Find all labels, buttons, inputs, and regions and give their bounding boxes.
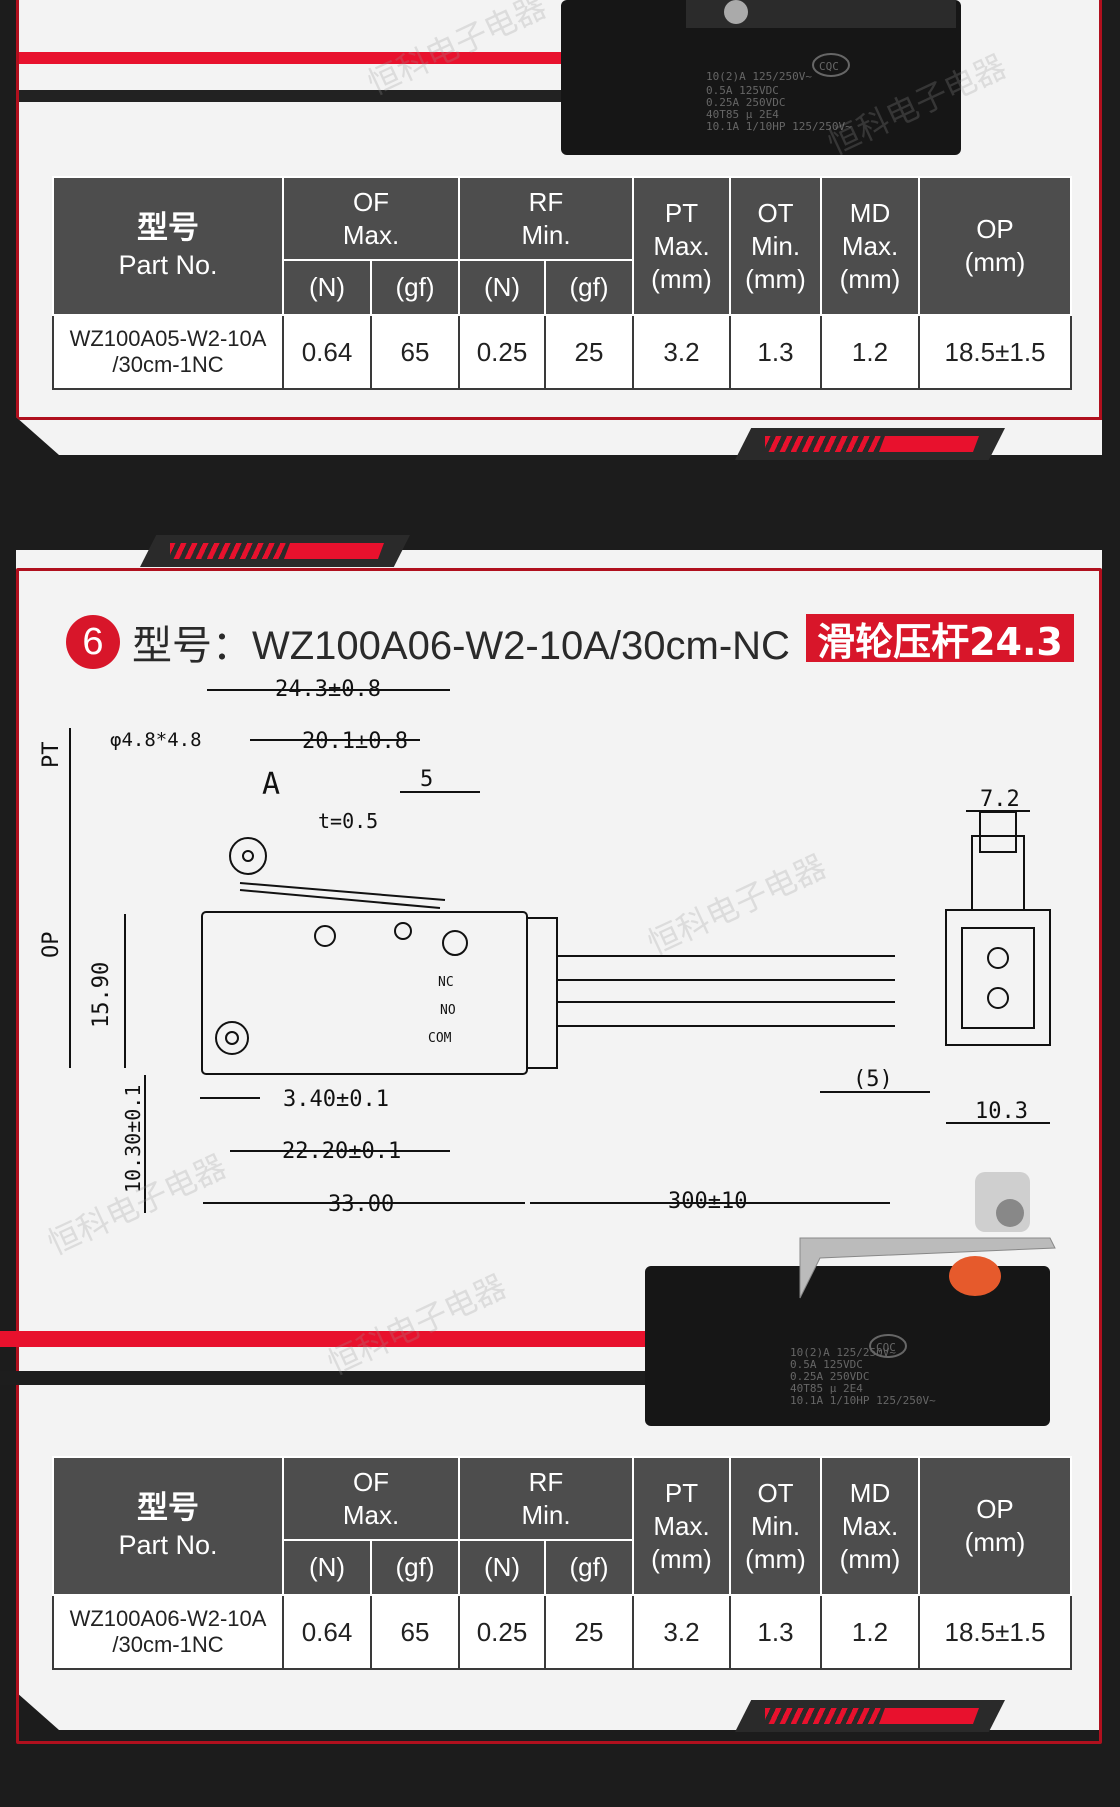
- unit-rf-gf: (gf): [544, 259, 634, 316]
- unit-of-gf: (gf): [370, 1539, 460, 1596]
- dim-72: 7.2: [980, 787, 1020, 812]
- svg-text:0.25A 250VDC: 0.25A 250VDC: [790, 1370, 869, 1383]
- svg-text:CQC: CQC: [819, 60, 839, 73]
- cell-of-gf: 65: [370, 314, 460, 390]
- dim-103: 10.3: [975, 1099, 1028, 1124]
- svg-text:0.5A 125VDC: 0.5A 125VDC: [790, 1358, 863, 1371]
- unit-of-n: (N): [282, 259, 372, 316]
- dim-300: 300±10: [668, 1189, 747, 1214]
- product-photo-6: 10(2)A 125/250V~ 0.5A 125VDC 0.25A 250VD…: [0, 1172, 1056, 1426]
- svg-text:10(2)A 125/250V~: 10(2)A 125/250V~: [706, 70, 812, 83]
- dim-roller: φ4.8*4.8: [110, 729, 202, 751]
- header-op: OP(mm): [918, 176, 1072, 316]
- cell-ot: 1.3: [729, 314, 822, 390]
- dim-340: 3.40±0.1: [283, 1087, 389, 1112]
- feature-badge: 滑轮压杆24.3: [806, 614, 1074, 664]
- cell-of-n: 0.64: [282, 314, 372, 390]
- dim-t: t=0.5: [318, 809, 378, 833]
- dim-33: 33.00: [328, 1192, 394, 1217]
- section-title: 6 型号：WZ100A06-W2-10A/30cm-NC: [66, 612, 790, 672]
- dim-20: 20.1±0.8: [302, 729, 408, 754]
- cell-op: 18.5±1.5: [918, 314, 1072, 390]
- svg-text:40T85 μ 2E4: 40T85 μ 2E4: [706, 108, 779, 121]
- cell-rf-gf: 25: [544, 314, 634, 390]
- dim-pt: PT: [39, 742, 64, 769]
- dim-overall: 24.3±0.8: [275, 677, 381, 702]
- table-row: WZ100A05-W2-10A/30cm-1NC 0.64 65 0.25 25…: [52, 314, 1072, 390]
- cell-of-n: 0.64: [282, 1594, 372, 1670]
- label-no: NO: [440, 1003, 456, 1018]
- model-title: 型号：WZ100A06-W2-10A/30cm-NC: [132, 624, 790, 668]
- dim-wire: (5): [853, 1067, 893, 1092]
- dim-op: OP: [39, 932, 64, 959]
- unit-of-n: (N): [282, 1539, 372, 1596]
- cell-rf-n: 0.25: [458, 1594, 546, 1670]
- svg-text:CQC: CQC: [876, 1341, 896, 1354]
- arrow-label: A: [262, 767, 280, 802]
- cell-pt: 3.2: [632, 1594, 731, 1670]
- table-row: WZ100A06-W2-10A/30cm-1NC 0.64 65 0.25 25…: [52, 1594, 1072, 1670]
- header-op: OP(mm): [918, 1456, 1072, 1596]
- dim-2220: 22.20±0.1: [282, 1139, 401, 1164]
- product-photo-5: 10(2)A 125/250V~ 0.5A 125VDC 0.25A 250VD…: [16, 0, 1102, 160]
- cell-md: 1.2: [820, 1594, 920, 1670]
- decor-bar: [735, 428, 1005, 460]
- cell-ot: 1.3: [729, 1594, 822, 1670]
- unit-rf-n: (N): [458, 1539, 546, 1596]
- cell-part-no: WZ100A05-W2-10A/30cm-1NC: [52, 314, 284, 390]
- cell-of-gf: 65: [370, 1594, 460, 1670]
- svg-text:40T85 μ 2E4: 40T85 μ 2E4: [790, 1382, 863, 1395]
- unit-rf-n: (N): [458, 259, 546, 316]
- cell-rf-n: 0.25: [458, 314, 546, 390]
- cell-part-no: WZ100A06-W2-10A/30cm-1NC: [52, 1594, 284, 1670]
- dim-1590: 15.90: [89, 962, 114, 1028]
- cell-rf-gf: 25: [544, 1594, 634, 1670]
- dim-5: 5: [420, 767, 433, 792]
- unit-of-gf: (gf): [370, 259, 460, 316]
- cell-pt: 3.2: [632, 314, 731, 390]
- svg-text:0.5A 125VDC: 0.5A 125VDC: [706, 84, 779, 97]
- unit-rf-gf: (gf): [544, 1539, 634, 1596]
- dim-1030: 10.30±0.1: [121, 1085, 145, 1193]
- section-number: 6: [66, 615, 120, 669]
- svg-text:10.1A 1/10HP 125/250V~: 10.1A 1/10HP 125/250V~: [790, 1394, 936, 1407]
- svg-text:10.1A 1/10HP 125/250V~: 10.1A 1/10HP 125/250V~: [706, 120, 852, 133]
- cell-md: 1.2: [820, 314, 920, 390]
- cell-op: 18.5±1.5: [918, 1594, 1072, 1670]
- decor-bar: [140, 535, 410, 567]
- label-nc: NC: [438, 975, 454, 990]
- label-com: COM: [428, 1031, 452, 1046]
- decor-bar: [735, 1700, 1005, 1732]
- svg-text:0.25A 250VDC: 0.25A 250VDC: [706, 96, 785, 109]
- technical-drawing: 24.3±0.8 φ4.8*4.8 20.1±0.8 A 5 t=0.5 PT …: [39, 677, 1051, 1217]
